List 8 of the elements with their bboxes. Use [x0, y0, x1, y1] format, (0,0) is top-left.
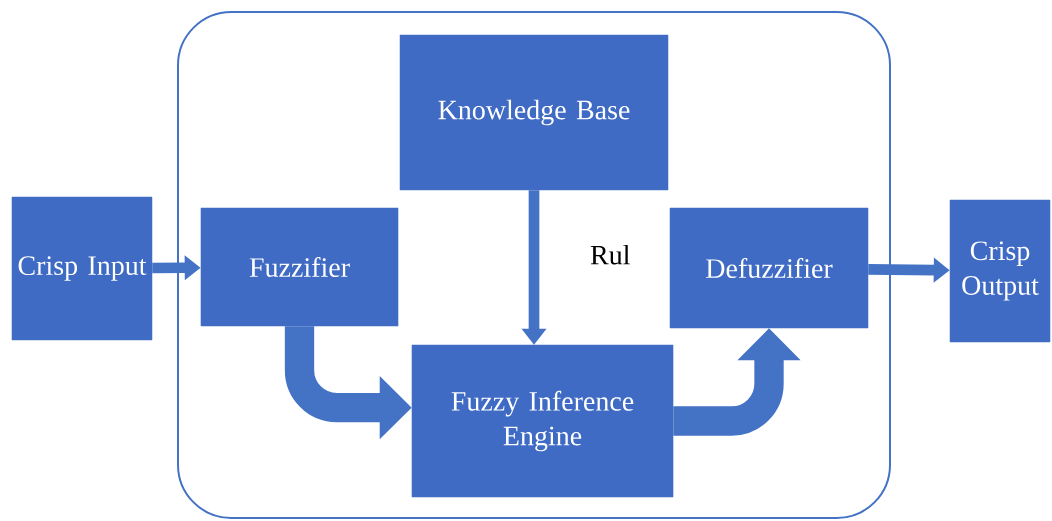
- process-box: Crisp Output: [949, 199, 1051, 343]
- process-box: Defuzzifier: [669, 207, 869, 329]
- process-box: Fuzzifier: [200, 207, 399, 327]
- process-box: Knowledge Base: [399, 34, 669, 191]
- process-box: Crisp Input: [11, 196, 153, 341]
- edge-label: Rul: [590, 244, 630, 265]
- process-box: Fuzzy Inference Engine: [411, 344, 674, 498]
- container-box: [177, 11, 891, 519]
